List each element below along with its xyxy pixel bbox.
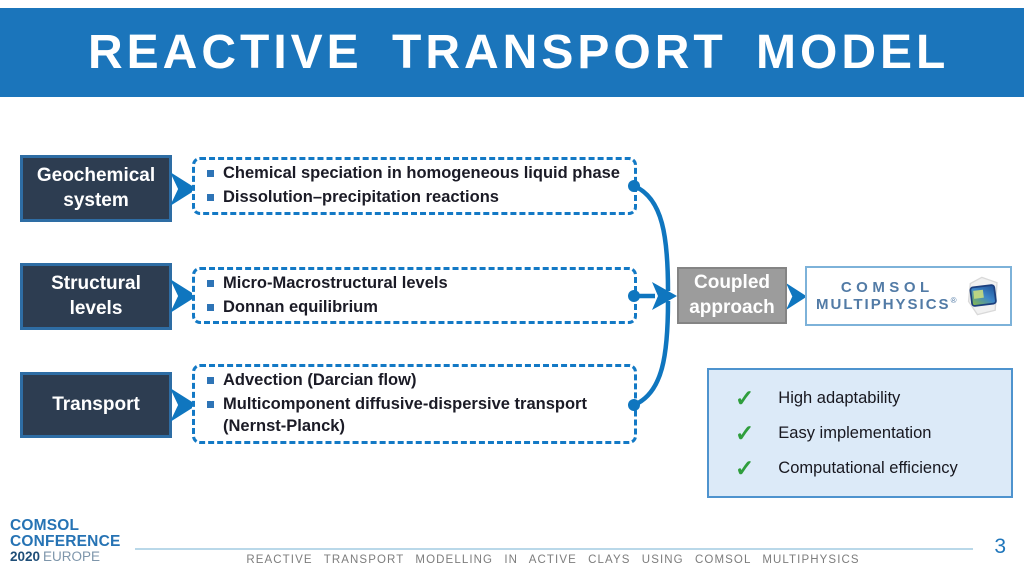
list-item-text: Dissolution–precipitation reactions [223,188,499,206]
benefits-box: ✓ High adaptability ✓ Easy implementatio… [707,368,1013,498]
checkmark-icon: ✓ [735,419,755,446]
list-item-text: Donnan equilibrium [223,297,378,316]
conference-region: EUROPE [43,549,101,564]
benefit-label: Easy implementation [778,423,932,442]
benefit-item: ✓ Computational efficiency [735,454,1011,481]
coupled-approach-box: Coupled approach [677,267,787,324]
bullet-square-icon [207,377,214,385]
source-box-label: Geochemical system [36,165,156,211]
checkmark-icon: ✓ [735,454,755,481]
list-item-text: Multicomponent diffusive-dispersive tran… [223,395,587,435]
benefit-item: ✓ High adaptability [735,384,1011,411]
list-item: Donnan equilibrium [207,297,624,319]
detail-box-structural: Micro-Macrostructural levels Donnan equi… [192,267,637,324]
bullet-square-icon [207,170,214,178]
benefit-item: ✓ Easy implementation [735,419,1011,446]
slide-title: REACTIVE TRANSPORT MODEL [88,26,950,79]
coupled-approach-line1: Coupled [694,271,770,293]
benefit-label: High adaptability [778,388,901,407]
comsol-logo-line2: MULTIPHYSICS® [816,296,958,313]
source-box-transport: Transport [20,372,172,438]
list-item: Micro-Macrostructural levels [207,273,624,295]
list-item: Advection (Darcian flow) [207,370,624,392]
comsol-logo-line2-text: MULTIPHYSICS [816,296,951,313]
comsol-multiphysics-logo-box: COMSOL MULTIPHYSICS® [805,266,1012,326]
list-item-text: Chemical speciation in homogeneous liqui… [223,164,620,183]
list-item: Dissolution–precipitation reactions [207,187,624,209]
source-box-structural-levels: Structural levels [20,263,172,330]
list-item-text: Advection (Darcian flow) [223,371,417,390]
checkmark-icon: ✓ [735,384,755,411]
detail-box-geochemical: Chemical speciation in homogeneous liqui… [192,157,637,215]
detail-box-transport: Advection (Darcian flow) Multicomponent … [192,364,637,444]
conference-logo-line1: COMSOL [10,517,80,534]
conference-logo-line2: CONFERENCE [10,532,121,550]
comsol-logo-line1: COMSOL [840,279,934,296]
list-item-text: Micro-Macrostructural levels [223,273,448,292]
registered-mark: ® [950,296,959,305]
right-arrow-icon [786,283,807,310]
bullet-square-icon [207,279,214,287]
bullet-square-icon [207,194,214,201]
page-number: 3 [994,535,1006,558]
source-box-label: Transport [52,393,140,415]
bullet-square-icon [207,401,214,409]
bullet-square-icon [207,303,214,311]
coupled-approach-line2: approach [689,296,775,318]
comsol-cube-icon [968,276,999,316]
footer-divider [135,548,973,550]
list-item: Chemical speciation in homogeneous liqui… [207,163,624,185]
conference-year: 2020 [10,549,41,564]
source-box-geochemical-system: Geochemical system [20,155,172,222]
title-bar: REACTIVE TRANSPORT MODEL [0,8,1024,97]
benefit-label: Computational efficiency [778,458,958,477]
footer-caption: REACTIVE TRANSPORT MODELLING IN ACTIVE C… [246,554,860,566]
list-item: Multicomponent diffusive-dispersive tran… [207,394,624,438]
comsol-logo-wordmark: COMSOL MULTIPHYSICS® [816,279,958,313]
source-box-label: Structural levels [51,273,141,319]
